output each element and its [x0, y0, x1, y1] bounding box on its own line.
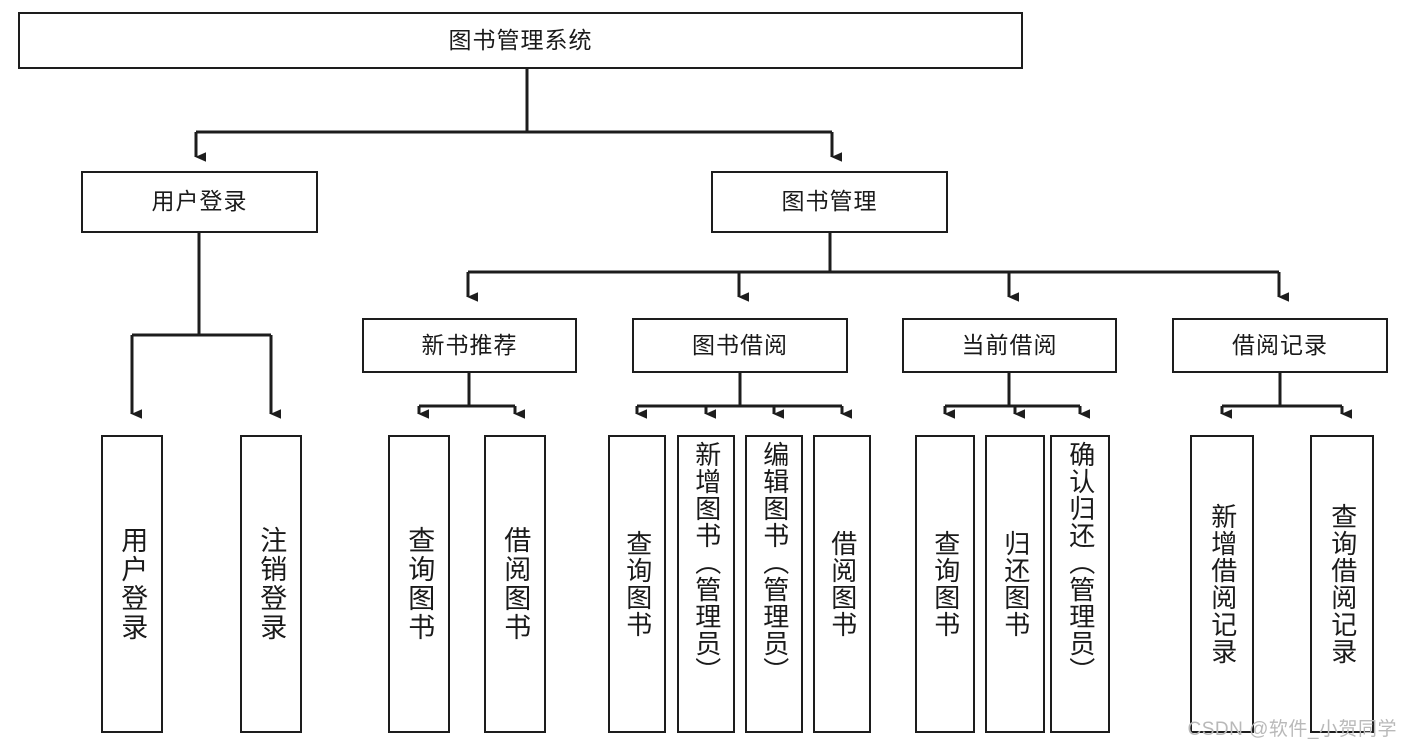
node-label: 借阅图书 [500, 526, 531, 642]
node-label: 查询图书 [404, 526, 435, 642]
node-book-borrow[interactable]: 图书借阅 [632, 318, 848, 373]
node-label: 借阅记录 [1232, 331, 1328, 358]
node-leaf-borrow-book-2[interactable]: 借阅图书 [813, 435, 871, 733]
node-leaf-edit-book-admin[interactable]: 编辑图书（管理员） [745, 435, 803, 733]
node-label: 图书管理系统 [448, 26, 593, 53]
node-label: 查询图书 [622, 530, 653, 638]
node-label: 用户登录 [117, 526, 148, 642]
node-root-system[interactable]: 图书管理系统 [18, 12, 1023, 69]
node-label: 查询借阅记录 [1327, 503, 1358, 665]
node-label: 借阅图书 [827, 530, 858, 638]
csdn-watermark: CSDN @软件_小贺同学 [1187, 719, 1397, 740]
node-leaf-user-logout[interactable]: 注销登录 [240, 435, 302, 733]
node-label: 图书管理 [781, 188, 878, 215]
node-leaf-user-login[interactable]: 用户登录 [101, 435, 163, 733]
node-leaf-borrow-book-1[interactable]: 借阅图书 [484, 435, 546, 733]
node-leaf-query-book-1[interactable]: 查询图书 [388, 435, 450, 733]
node-leaf-confirm-return-admin[interactable]: 确认归还（管理员） [1050, 435, 1110, 733]
node-label: 当前借阅 [961, 331, 1058, 358]
node-leaf-return-book[interactable]: 归还图书 [985, 435, 1045, 733]
node-label: 注销登录 [256, 526, 287, 642]
node-user-login[interactable]: 用户登录 [81, 171, 318, 233]
node-borrow-record[interactable]: 借阅记录 [1172, 318, 1388, 373]
node-label: 编辑图书（管理员） [759, 441, 790, 684]
node-label: 新增图书（管理员） [691, 441, 722, 684]
node-new-book-rec[interactable]: 新书推荐 [362, 318, 577, 373]
node-leaf-query-book-3[interactable]: 查询图书 [915, 435, 975, 733]
node-label: 新书推荐 [421, 331, 518, 358]
node-leaf-add-record[interactable]: 新增借阅记录 [1190, 435, 1254, 733]
node-label: 确认归还（管理员） [1065, 441, 1096, 684]
node-current-borrow[interactable]: 当前借阅 [902, 318, 1117, 373]
node-label: 归还图书 [1000, 530, 1031, 638]
node-label: 用户登录 [151, 188, 248, 215]
node-leaf-query-book-2[interactable]: 查询图书 [608, 435, 666, 733]
node-label: 图书借阅 [692, 331, 788, 358]
node-book-manage[interactable]: 图书管理 [711, 171, 948, 233]
node-leaf-query-record[interactable]: 查询借阅记录 [1310, 435, 1374, 733]
node-label: 新增借阅记录 [1207, 503, 1238, 665]
node-leaf-add-book-admin[interactable]: 新增图书（管理员） [677, 435, 735, 733]
node-label: 查询图书 [930, 530, 961, 638]
